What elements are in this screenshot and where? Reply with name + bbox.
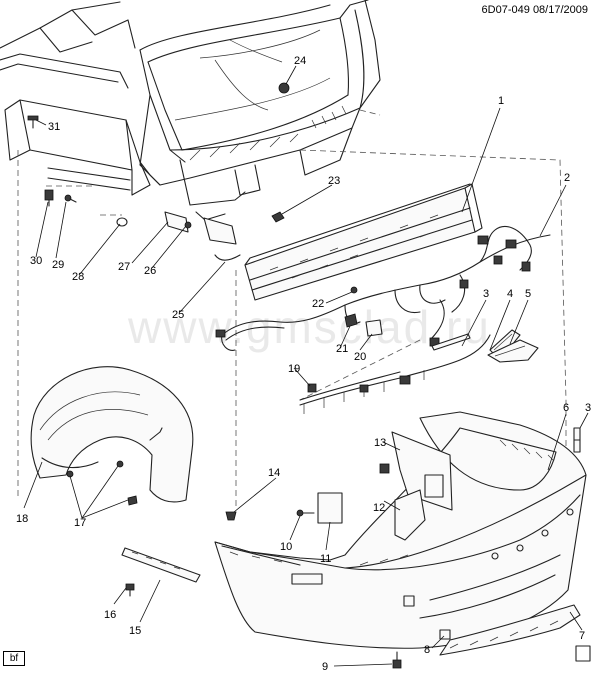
lower-valance-part-7 [439,604,581,656]
callout-19: 19 [288,363,300,375]
watermark: www.gmsclad.ru [128,301,491,353]
callout-14: 14 [268,467,280,479]
callout-7: 7 [579,630,585,642]
callout-1: 1 [498,95,504,107]
callout-3-lower-right: 3 [585,402,591,414]
callout-9: 9 [322,661,328,673]
diagram-header: 6D07-049 08/17/2009 [482,4,588,16]
callout-2: 2 [564,172,570,184]
callout-22: 22 [312,298,324,310]
callout-8: 8 [424,644,430,656]
callout-4: 4 [507,288,513,300]
strip-part-3 [431,333,471,351]
callout-13: 13 [374,437,386,449]
wheelhouse-liner-part-18 [30,366,194,503]
callout-5: 5 [525,288,531,300]
wiring-harness-part-2 [215,226,551,414]
callout-30: 30 [30,255,42,267]
alignment-guides [17,109,567,510]
bracket-part-12 [394,489,426,541]
callout-21: 21 [336,343,348,355]
callout-31: 31 [48,121,60,133]
callout-24: 24 [294,55,306,67]
callout-10: 10 [280,541,292,553]
diagram-date: 08/17/2009 [532,4,588,16]
callout-labels: 1 2 3 4 5 6 3 7 8 9 10 11 12 13 14 15 16… [16,55,591,673]
callout-16: 16 [104,609,116,621]
bracket-part-5 [487,339,539,363]
callout-3: 3 [483,288,489,300]
bracket-part-13 [391,431,453,511]
callout-26: 26 [144,265,156,277]
callout-29: 29 [52,259,64,271]
callout-25: 25 [172,309,184,321]
callout-27: 27 [118,261,130,273]
sensor-part-3b [573,427,581,453]
callout-23: 23 [328,175,340,187]
callout-18: 18 [16,513,28,525]
vehicle-rear-body [0,0,381,221]
leader-lines [23,65,589,667]
callout-17: 17 [74,517,86,529]
callout-28: 28 [72,271,84,283]
diagram-id: 6D07-049 [481,4,530,16]
callout-15: 15 [129,625,141,637]
reinforcement-part-15 [121,547,201,583]
impact-bar-part-1 [244,183,483,301]
callout-11: 11 [320,553,331,565]
callout-20: 20 [354,351,366,363]
callout-12: 12 [373,502,385,514]
footer-box: bf [3,651,25,666]
callout-6: 6 [563,402,569,414]
